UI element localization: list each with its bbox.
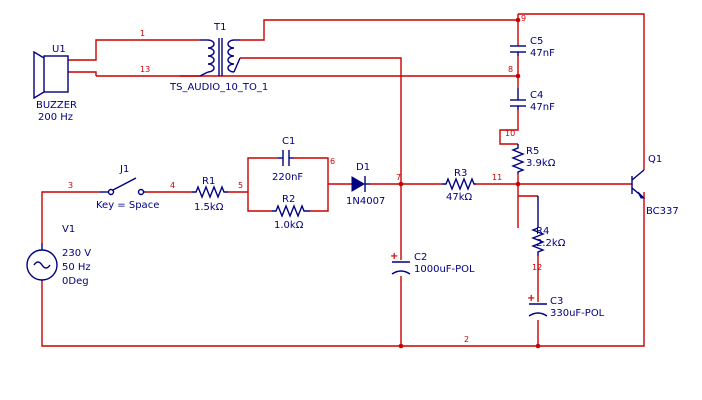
junction-9: [515, 17, 521, 23]
resistor-r1: R1 1.5kΩ: [192, 176, 228, 213]
v1-freq: 50 Hz: [62, 262, 91, 273]
net-label-12: 12: [532, 263, 542, 272]
t1-ref: T1: [213, 22, 226, 33]
wire-net-7-up: [240, 57, 402, 184]
c3-ref: C3: [550, 296, 563, 307]
wire-net-5-par: [247, 157, 278, 192]
junction-7: [398, 181, 404, 187]
c1-value: 220nF: [272, 172, 303, 183]
r3-ref: R3: [454, 168, 467, 179]
c1-ref: C1: [282, 136, 295, 147]
resistor-r5: R5 3.9kΩ: [511, 144, 556, 174]
r2-value: 1.0kΩ: [274, 220, 304, 231]
junctions: [398, 17, 541, 349]
net-label-1: 1: [140, 29, 145, 38]
wire-net-13: [68, 71, 97, 76]
switch-j1: J1 Key = Space: [96, 164, 159, 211]
r5-ref: R5: [526, 146, 539, 157]
r1-value: 1.5kΩ: [194, 202, 224, 213]
net-label-2: 2: [464, 335, 469, 344]
junction-8: [515, 73, 521, 79]
v1-ref: V1: [62, 224, 75, 235]
capacitor-c3: + C3 330uF-POL: [527, 293, 605, 319]
ac-source-v1: V1 230 V 50 Hz 0Deg: [26, 224, 91, 287]
v1-voltage: 230 V: [62, 248, 91, 259]
r3-value: 47kΩ: [446, 192, 473, 203]
q1-ref: Q1: [648, 154, 662, 165]
net-label-13: 13: [140, 65, 150, 74]
r4-ref: R4: [536, 226, 549, 237]
c5-ref: C5: [530, 36, 543, 47]
buzzer-u1: U1 BUZZER 200 Hz: [33, 44, 77, 123]
net-labels: 1 13 9 8 10 3 4 5 6 7 11 12 2: [68, 14, 542, 344]
c2-value: 1000uF-POL: [414, 264, 475, 275]
wires: [41, 13, 645, 347]
r4-value: 2.2kΩ: [536, 238, 566, 249]
transformer-t1: T1 TS_AUDIO_10_TO_1: [169, 22, 268, 93]
r1-ref: R1: [202, 176, 215, 187]
wire-net-1: [68, 39, 200, 61]
diode-d1: D1 1N4007: [346, 162, 385, 207]
net-label-7: 7: [396, 173, 401, 182]
net-label-11: 11: [492, 173, 502, 182]
t1-model: TS_AUDIO_10_TO_1: [169, 82, 268, 93]
net-label-3: 3: [68, 181, 73, 190]
c2-plus: +: [390, 251, 398, 262]
net-label-6: 6: [330, 157, 335, 166]
r2-ref: R2: [282, 194, 295, 205]
q1-model: BC337: [646, 206, 679, 217]
j1-note: Key = Space: [96, 200, 159, 211]
resistor-r2: R2 1.0kΩ: [272, 194, 310, 231]
u1-ref: U1: [52, 44, 66, 55]
u1-value: 200 Hz: [38, 112, 73, 123]
wire-net-6: [294, 157, 329, 212]
wire-net-5-par-b: [247, 192, 272, 212]
c4-ref: C4: [530, 90, 543, 101]
capacitor-c5: C5 47nF: [510, 36, 555, 59]
net-label-10: 10: [505, 129, 515, 138]
resistor-r4: R4 2.2kΩ: [531, 196, 566, 256]
c5-value: 47nF: [530, 48, 555, 59]
c3-plus: +: [527, 293, 535, 304]
capacitor-c2: + C2 1000uF-POL: [390, 251, 475, 275]
c4-value: 47nF: [530, 102, 555, 113]
capacitor-c4: C4 47nF: [510, 88, 555, 113]
j1-ref: J1: [119, 164, 129, 175]
resistor-r3: R3 47kΩ: [442, 168, 476, 203]
junction-gnd-c2: [398, 343, 404, 349]
transistor-q1: Q1 BC337: [631, 154, 679, 217]
wire-ground-bus: [41, 192, 645, 347]
net-label-5: 5: [238, 181, 243, 190]
c3-value: 330uF-POL: [550, 308, 605, 319]
junction-gnd-c3: [535, 343, 541, 349]
v1-phase: 0Deg: [62, 276, 89, 287]
junction-11: [515, 181, 521, 187]
net-label-9: 9: [521, 14, 526, 23]
wire-net-3: [41, 191, 100, 243]
net-label-8: 8: [508, 65, 513, 74]
u1-name: BUZZER: [36, 100, 77, 111]
c2-ref: C2: [414, 252, 427, 263]
net-label-4: 4: [170, 181, 175, 190]
wire-net-9: [240, 19, 518, 41]
d1-ref: D1: [356, 162, 370, 173]
wire-net-9-right: [518, 13, 645, 170]
wire-net-10: [499, 110, 519, 145]
d1-model: 1N4007: [346, 196, 385, 207]
r5-value: 3.9kΩ: [526, 158, 556, 169]
capacitor-c1: C1 220nF: [272, 136, 303, 183]
